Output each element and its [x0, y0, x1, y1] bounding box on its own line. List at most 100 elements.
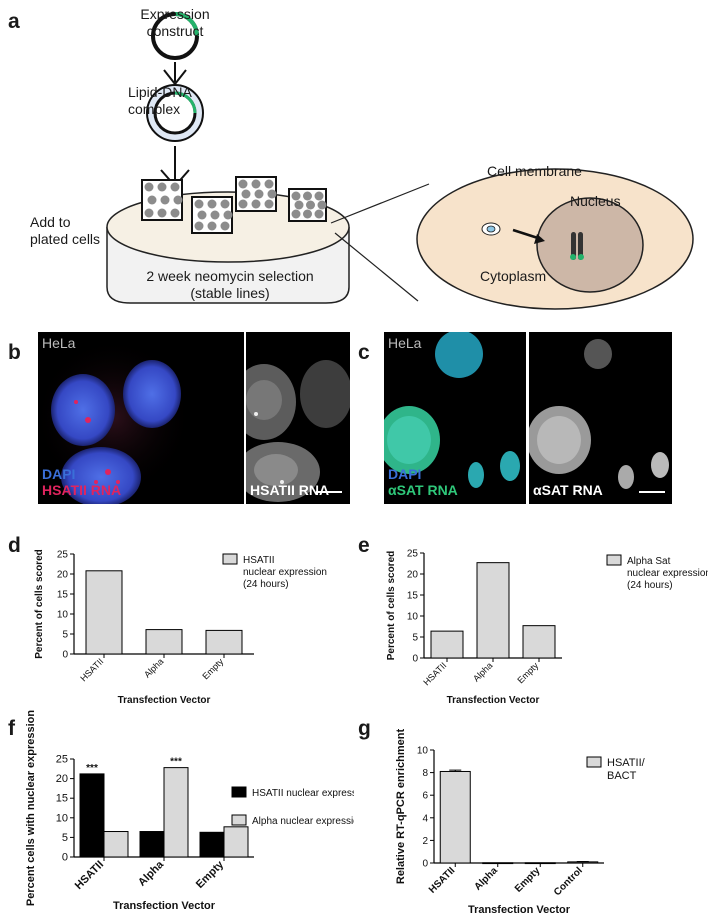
cell-dot — [251, 199, 261, 209]
selection-label: 2 week neomycin selection(stable lines) — [146, 268, 314, 301]
y-tick-label: 25 — [56, 754, 68, 766]
y-tick-label: 25 — [407, 549, 419, 560]
panel-label-c: c — [358, 341, 370, 364]
y-tick-label: 15 — [57, 590, 69, 601]
x-tick-label: Empty — [200, 656, 225, 681]
legend-label: (24 hours) — [627, 580, 673, 591]
micrograph-b-hsatii: HSATII RNA — [42, 482, 122, 498]
bar — [163, 767, 189, 858]
cell-dot — [254, 189, 264, 199]
cell-dot — [264, 199, 274, 209]
micrograph-c-gray-label: αSAT RNA — [533, 482, 603, 498]
legend-label: Alpha nuclear expression — [252, 816, 354, 827]
cell-dot — [173, 195, 183, 205]
y-tick-label: 6 — [422, 791, 428, 802]
bar — [223, 826, 249, 858]
cell-dot — [207, 199, 217, 209]
culture-squares — [0, 0, 708, 320]
legend-label: (24 hours) — [243, 579, 289, 590]
legend-label: HSATII nuclear expression — [252, 788, 354, 799]
micrograph-b-dapi: DAPI — [42, 466, 76, 482]
legend-label: nuclear expression — [243, 567, 327, 578]
bar — [85, 570, 123, 655]
x-tick-label: Empty — [194, 858, 227, 891]
cell-dot — [207, 221, 217, 231]
legend-swatch — [231, 786, 247, 798]
y-tick-label: 5 — [62, 630, 68, 641]
cell-dot — [197, 210, 207, 220]
bar — [103, 831, 129, 858]
cell-dot — [220, 199, 230, 209]
cell-membrane-label: Cell membrane — [487, 163, 582, 179]
cell-dot — [291, 209, 301, 219]
legend-swatch — [231, 814, 247, 826]
micrograph-c-asat: αSAT RNA — [388, 482, 458, 498]
y-tick-label: 0 — [62, 650, 68, 661]
cell-dot — [303, 191, 312, 201]
x-tick-label: Control — [552, 865, 585, 898]
cell-dot — [314, 209, 324, 219]
y-tick-label: 8 — [422, 768, 428, 779]
y-tick-label: 4 — [422, 813, 428, 824]
y-tick-label: 10 — [56, 812, 68, 824]
bar — [79, 773, 105, 858]
scale-bar — [316, 491, 342, 493]
legend-label: BACT — [607, 770, 637, 782]
micrograph-b-gray-label: HSATII RNA — [250, 482, 330, 498]
scale-bar — [639, 491, 665, 493]
x-tick-label: HSATII — [421, 660, 448, 687]
cytoplasm-label: Cytoplasm — [480, 268, 547, 284]
legend-label: nuclear expression — [627, 568, 708, 579]
cell-dot — [170, 208, 180, 218]
cell-dot — [194, 221, 204, 231]
micrograph-c-cell-line: HeLa — [388, 335, 422, 351]
y-tick-label: 10 — [417, 746, 429, 757]
cell-dot — [157, 182, 167, 192]
cell-dot — [303, 209, 312, 219]
y-tick-label: 10 — [407, 612, 419, 623]
legend-swatch — [222, 553, 238, 565]
y-tick-label: 0 — [412, 654, 418, 665]
x-tick-label: HSATII — [427, 865, 458, 896]
panel-label-b: b — [8, 341, 21, 364]
micrograph-c-merge: HeLa DAPI αSAT RNA — [384, 332, 526, 504]
cell-dot — [317, 200, 327, 210]
y-axis-label: Percent of cells scored — [34, 549, 45, 659]
panel-label-e: e — [358, 534, 370, 557]
micrograph-c-dapi: DAPI — [388, 466, 422, 482]
bar — [476, 562, 510, 659]
y-tick-label: 15 — [56, 793, 68, 805]
cell-dot — [238, 199, 248, 209]
significance-label: *** — [86, 763, 98, 774]
x-tick-label: Alpha — [136, 858, 167, 889]
legend-label: HSATII — [243, 555, 274, 566]
bar — [430, 630, 464, 659]
cell-dot — [157, 208, 167, 218]
nucleus-label: Nucleus — [570, 193, 621, 209]
x-axis-label: Transfection Vector — [447, 695, 540, 706]
y-tick-label: 5 — [412, 633, 418, 644]
cell-dot — [291, 191, 301, 201]
y-tick-label: 20 — [57, 570, 69, 581]
cell-dot — [170, 182, 180, 192]
bar — [205, 629, 243, 655]
panel-label-a: a — [8, 10, 20, 33]
cell-dot — [267, 189, 277, 199]
x-tick-label: Alpha — [472, 865, 500, 893]
micrograph-b-cell-line: HeLa — [42, 335, 76, 351]
legend-label: HSATII/ — [607, 757, 646, 769]
cell-dot — [223, 210, 233, 220]
cell-dot — [264, 179, 274, 189]
x-axis-label: Transfection Vector — [118, 695, 211, 706]
y-tick-label: 10 — [57, 610, 69, 621]
y-tick-label: 0 — [62, 852, 68, 864]
x-tick-label: HSATII — [78, 656, 105, 683]
x-axis-label: Transfection Vector — [468, 904, 571, 916]
y-tick-label: 20 — [407, 570, 419, 581]
significance-label: *** — [170, 757, 182, 768]
micrograph-b-grayscale: HSATII RNA — [246, 332, 350, 504]
panel-label-d: d — [8, 534, 21, 557]
